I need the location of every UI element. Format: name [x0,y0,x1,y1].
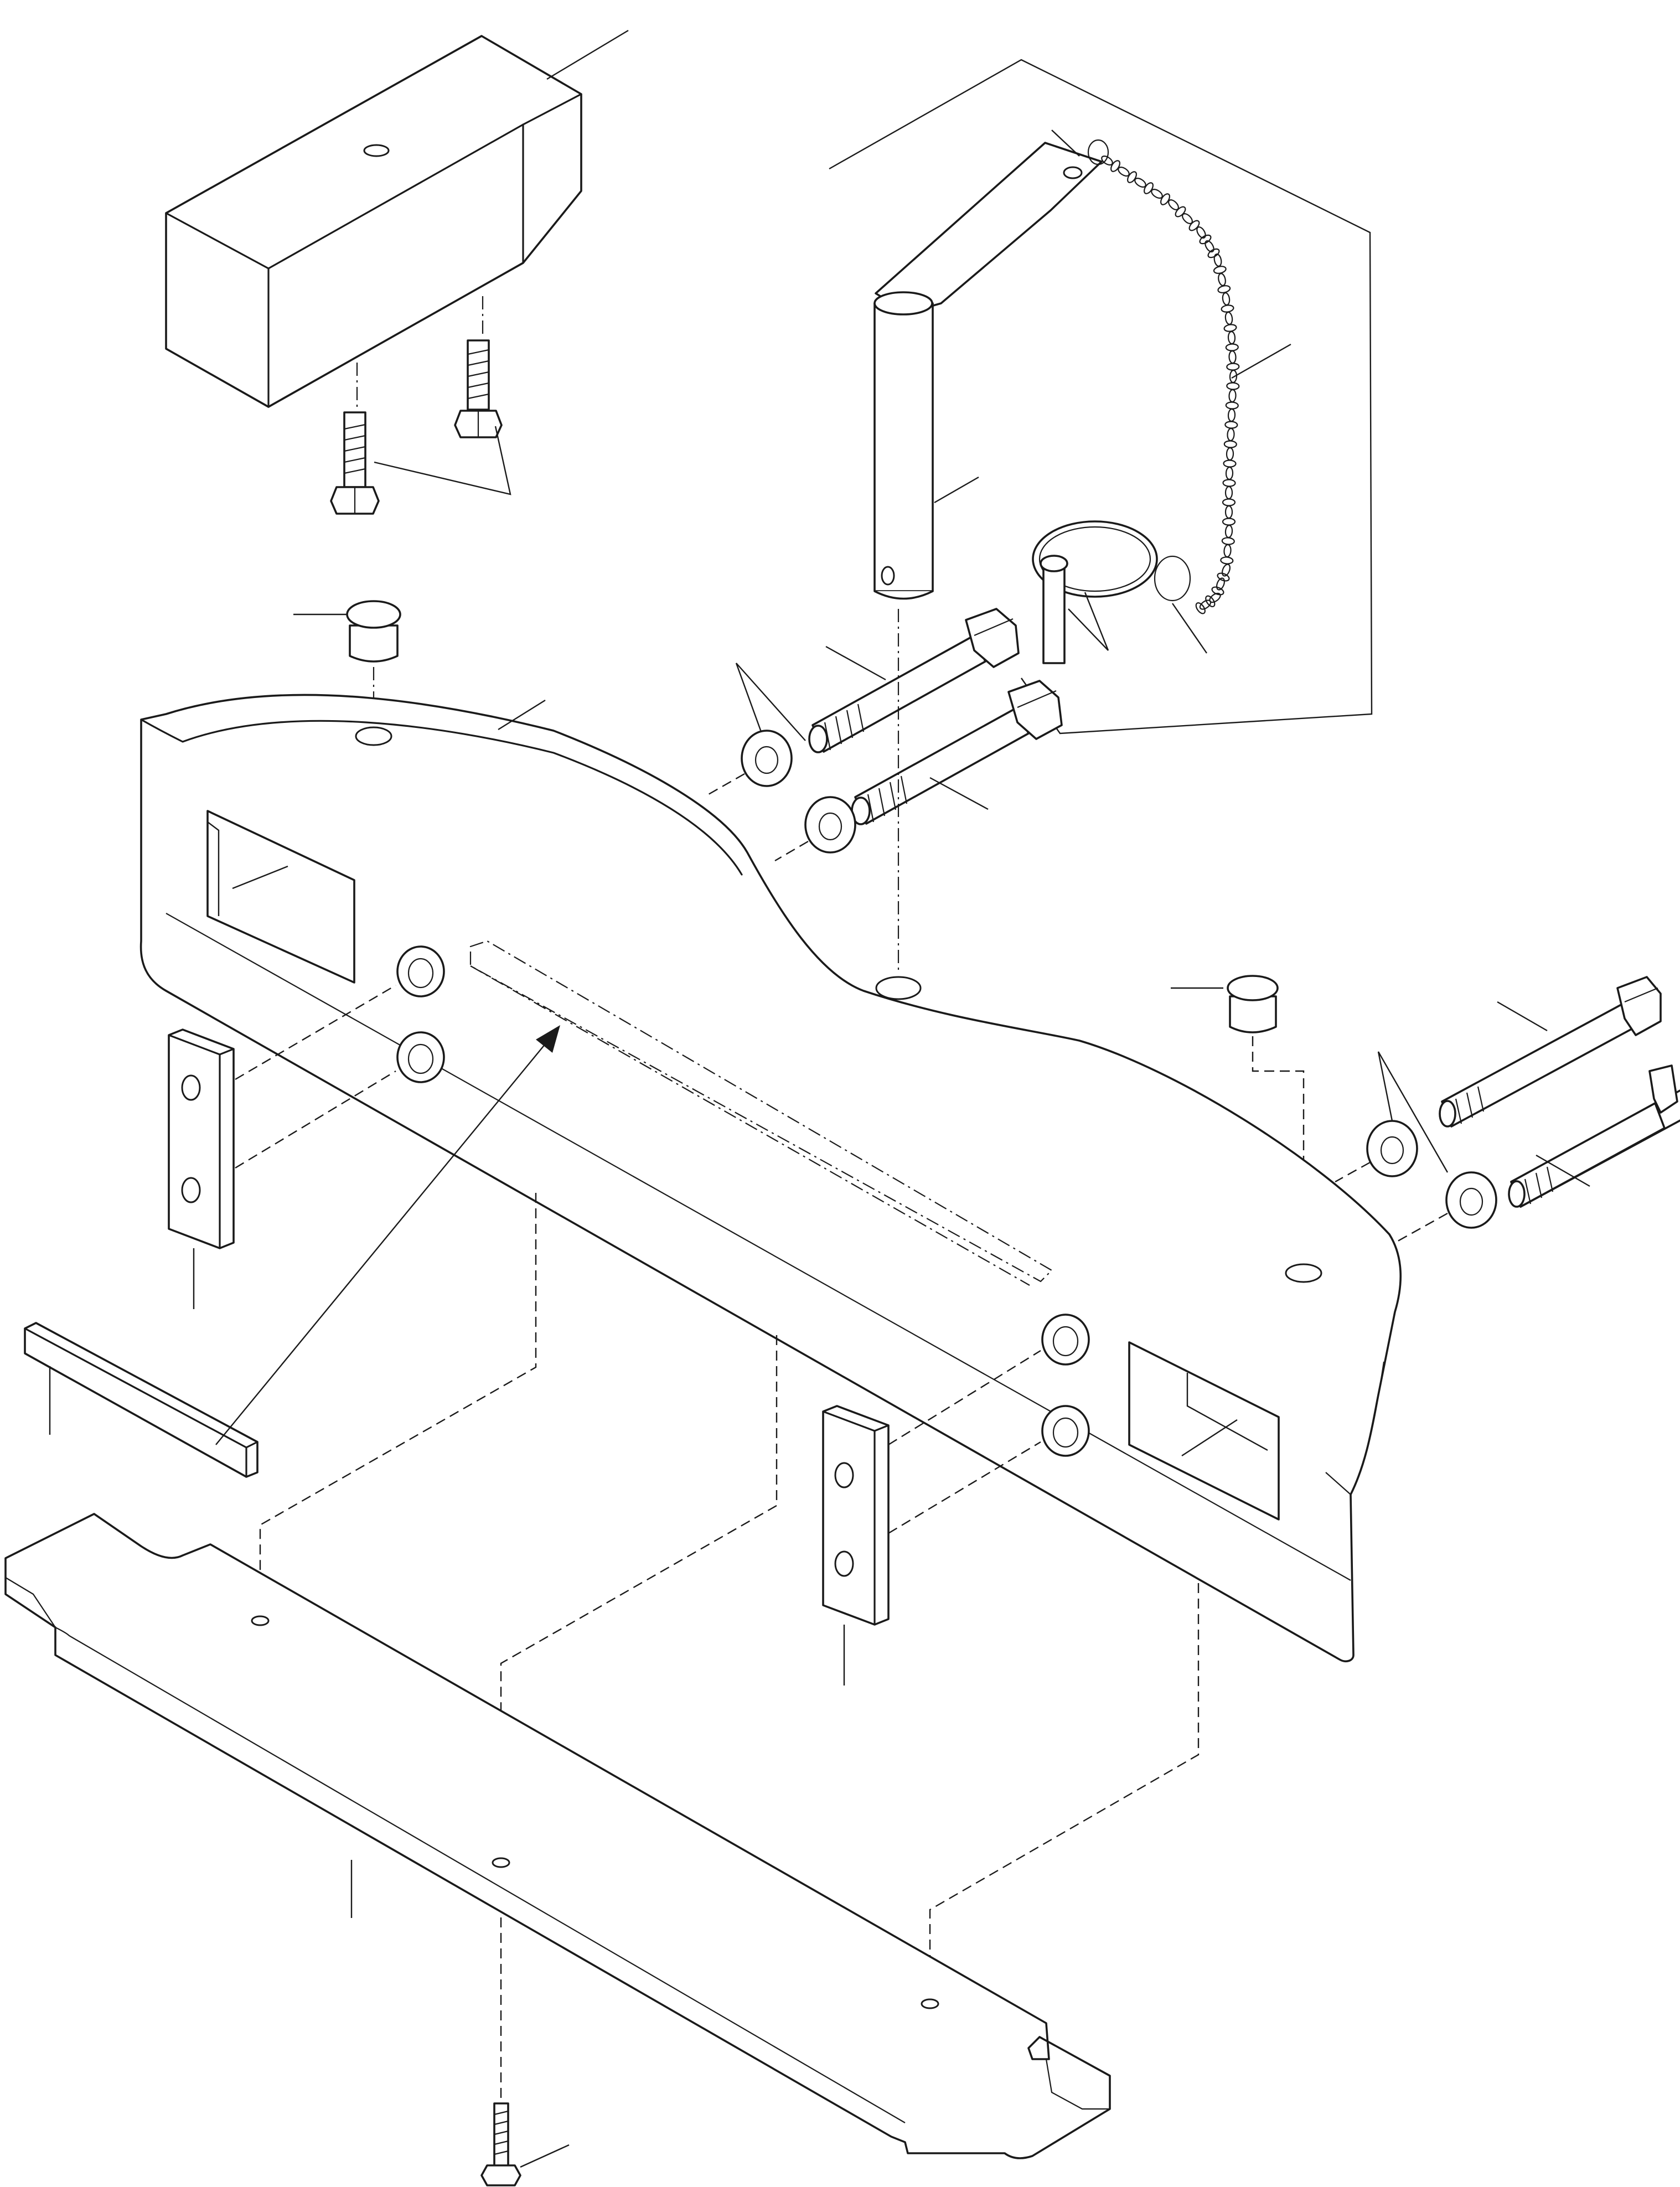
retaining-chain [1087,139,1291,614]
spacer-plate-right [822,1350,1041,1686]
hitch-pin [873,130,1103,600]
chain-link [1199,234,1212,245]
lynch-pin-clip [1032,520,1207,664]
chain-link [1195,602,1206,614]
chain-link [1225,401,1239,410]
drawbar-frame [139,694,1402,1662]
chain-link [1221,563,1231,577]
chain-link [1220,556,1234,565]
chain-link [1228,350,1237,364]
chain-link [1224,485,1233,500]
chain-link [1224,505,1233,519]
chain-link [1205,595,1216,608]
chain-link [1223,440,1237,448]
chain-link [1213,254,1222,267]
plug-cap-right [1171,975,1305,1265]
counterweight-block [165,29,629,410]
chain-link [1227,427,1235,442]
chain-link [1227,330,1236,345]
assembly-direction-arrow [536,1025,560,1053]
chain-link [1223,544,1232,558]
chain-link [1224,524,1233,539]
chain-link [1144,182,1154,194]
chain-link [1199,599,1212,610]
chain-link [1225,343,1239,351]
mounting-plate [4,1513,1111,2159]
wear-strip [24,1025,560,1478]
bottom-screw [480,2102,570,2186]
mounting-bolts-upper [808,608,1063,825]
chain-link [1223,459,1237,468]
chain-link [1228,389,1237,403]
chain-link [1218,273,1226,286]
chain-link [1227,408,1236,422]
chain-link [1175,206,1186,218]
washers-lower [1335,1051,1497,1244]
chain-link [1223,324,1237,332]
mounting-bolts-lower [1439,976,1680,1208]
chain-link [1221,537,1235,545]
chain-link [1217,285,1231,293]
chain-link [1224,421,1238,429]
chain-link [1222,479,1236,487]
chain-link [1205,240,1214,253]
chain-link [1127,171,1137,183]
chain-link [1222,292,1231,306]
washers-upper [708,663,856,862]
chain-link [1188,220,1200,231]
chain-link [1226,447,1234,461]
chain-link [1226,363,1240,371]
chain-link [1222,498,1236,506]
chain-link [1160,193,1170,205]
plug-cap-left [293,600,401,720]
chain-link [1217,572,1230,582]
chain-link [1196,226,1206,239]
chain-link [1222,518,1236,526]
chain-link [1225,466,1234,480]
spacer-plate-left [168,984,396,1309]
chain-link [1216,577,1226,591]
chain-link [1226,382,1240,390]
frame-bushings [396,945,1090,1457]
chain-link [1207,248,1220,258]
counterweight-bolts [330,339,511,515]
chain-link [1221,304,1234,313]
chain-link [1224,311,1233,325]
chain-link [1110,160,1120,172]
chain-link [1213,266,1227,274]
